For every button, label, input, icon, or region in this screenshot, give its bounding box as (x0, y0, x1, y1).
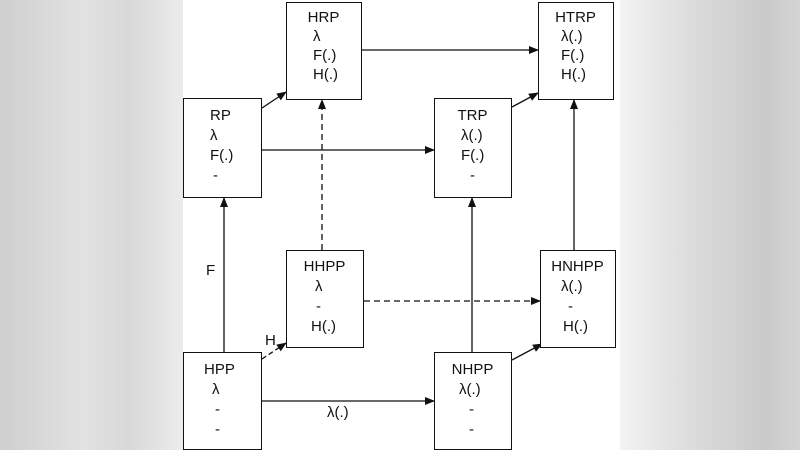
node-rp-line2: F(.) (210, 147, 234, 164)
edge-label-hpp-hhpp: H (265, 332, 276, 349)
node-hnhpp-title: HNHPP (551, 258, 604, 275)
node-hpp-line3: - (215, 421, 220, 438)
edge-hpp-hhpp (261, 342, 287, 360)
node-hrp-title: HRP (307, 9, 340, 26)
node-hnhpp-line2: - (568, 298, 573, 315)
node-trp-title: TRP (457, 107, 488, 124)
node-hpp-title: HPP (204, 361, 235, 378)
node-nhpp-line1: λ(.) (459, 381, 481, 398)
node-htrp-line2: F(.) (561, 47, 585, 64)
node-nhpp-line3: - (469, 421, 474, 438)
node-hhpp-line2: - (316, 298, 321, 315)
node-hhpp-line3: H(.) (311, 318, 336, 335)
node-rp-title: RP (210, 107, 231, 124)
node-hhpp-line1: λ (315, 278, 323, 295)
node-trp: TRP λ(.) F(.) - (434, 98, 512, 198)
node-hpp-line2: - (215, 401, 220, 418)
node-nhpp-line2: - (469, 401, 474, 418)
edge-rp-hrp (261, 91, 287, 109)
background-right (620, 0, 800, 450)
node-rp-line1: λ (210, 127, 218, 144)
node-hnhpp-line3: H(.) (563, 318, 588, 335)
node-nhpp-title: NHPP (451, 361, 494, 378)
node-hpp: HPP λ - - (183, 352, 262, 450)
node-trp-line1: λ(.) (461, 127, 483, 144)
node-nhpp: NHPP λ(.) - - (434, 352, 512, 450)
background-left (0, 0, 183, 450)
node-hhpp-title: HHPP (303, 258, 346, 275)
node-hhpp: HHPP λ - H(.) (286, 250, 364, 348)
node-trp-line3: - (470, 167, 475, 184)
node-hrp-line1: λ (313, 28, 321, 45)
node-trp-line2: F(.) (461, 147, 485, 164)
edge-label-hpp-rp: F (206, 262, 216, 279)
node-rp: RP λ F(.) - (183, 98, 262, 198)
edge-nhpp-hnhpp (511, 343, 543, 361)
node-hrp-line2: F(.) (313, 47, 337, 64)
node-htrp: HTRP λ(.) F(.) H(.) (538, 2, 614, 100)
node-htrp-line3: H(.) (561, 66, 586, 83)
edge-label-hpp-nhpp: λ(.) (327, 404, 349, 421)
node-htrp-line1: λ(.) (561, 28, 583, 45)
node-rp-line3: - (213, 167, 218, 184)
node-hnhpp-line1: λ(.) (561, 278, 583, 295)
node-hpp-line1: λ (212, 381, 220, 398)
node-hrp-line3: H(.) (313, 66, 338, 83)
edge-trp-htrp (511, 92, 539, 108)
node-hnhpp: HNHPP λ(.) - H(.) (540, 250, 616, 348)
node-hrp: HRP λ F(.) H(.) (286, 2, 362, 100)
node-htrp-title: HTRP (555, 9, 596, 26)
